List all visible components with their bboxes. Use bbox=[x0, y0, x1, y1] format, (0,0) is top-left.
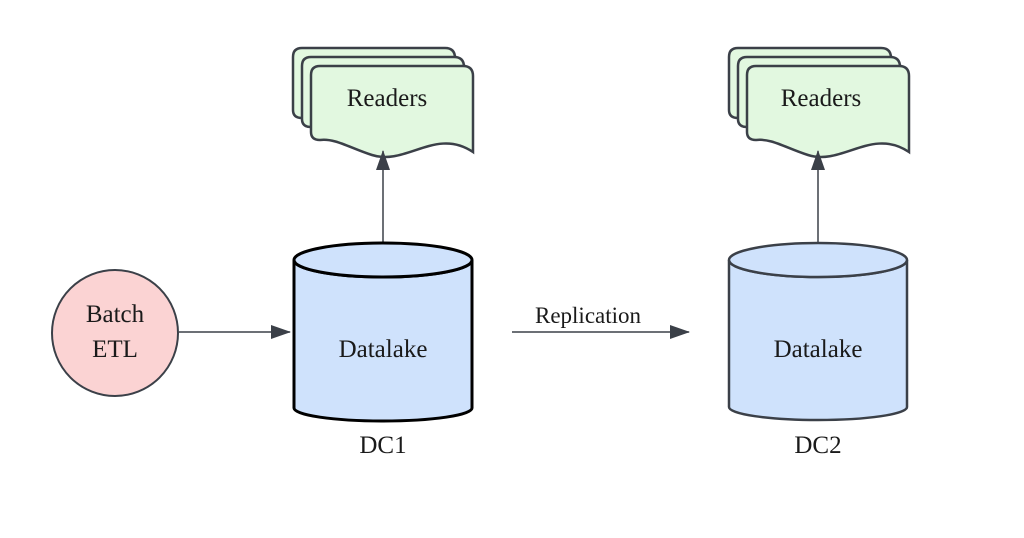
batch-etl-circle bbox=[51, 269, 179, 397]
batch-etl-label-line1: Batch bbox=[86, 301, 145, 328]
dc1-datalake-top bbox=[292, 241, 474, 279]
dc2-datalake-label: Datalake bbox=[774, 336, 863, 363]
dc2-datalake-cylinder: Datalake bbox=[727, 241, 909, 422]
dc1-datalake-cylinder: Datalake bbox=[292, 241, 474, 423]
dc1-reader-document-front bbox=[309, 64, 475, 159]
dc2-readers-label: Readers bbox=[781, 85, 862, 112]
dc1-caption: DC1 bbox=[359, 432, 406, 459]
replication-label: Replication bbox=[535, 303, 642, 328]
dc1-readers-stack: Readers bbox=[291, 46, 475, 159]
dc2-readers-stack: Readers bbox=[727, 46, 911, 159]
dc1-datalake-label: Datalake bbox=[339, 336, 428, 363]
dc2-caption: DC2 bbox=[794, 432, 841, 459]
dc2-datalake-top bbox=[727, 241, 909, 279]
batch-etl-label-line2: ETL bbox=[92, 336, 138, 363]
dc2-reader-document-front bbox=[745, 64, 911, 159]
dc1-readers-label: Readers bbox=[347, 85, 428, 112]
batch-etl-node: Batch ETL bbox=[51, 269, 179, 397]
